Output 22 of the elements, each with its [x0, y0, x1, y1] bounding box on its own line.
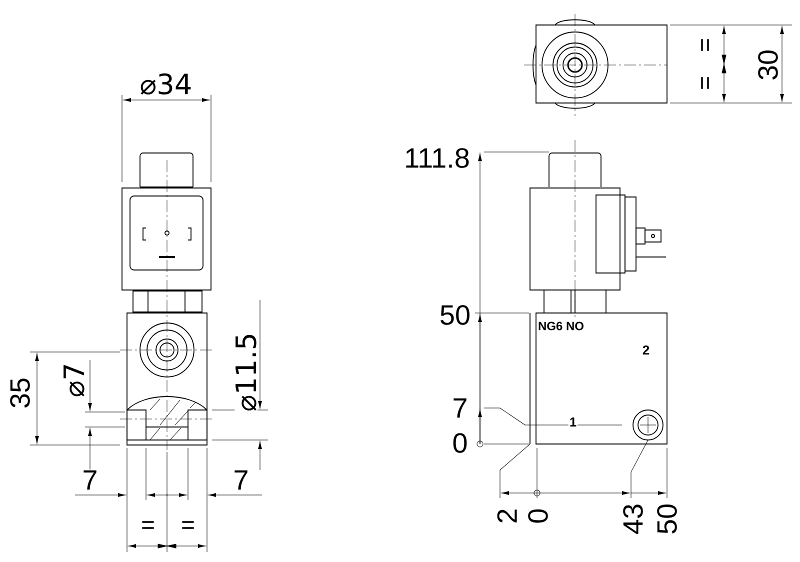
dimension-label: 7: [81, 469, 99, 491]
dimension-label: =: [140, 520, 156, 534]
dimension-label: 50: [656, 502, 678, 536]
dimension-label: 30: [757, 48, 779, 82]
part-label: 2: [641, 344, 651, 356]
dimension-label: 2: [496, 507, 518, 525]
part-label: 1: [568, 416, 578, 428]
dimension-label: 0: [527, 507, 549, 525]
dimension-label: =: [700, 37, 714, 53]
dimension-label: =: [700, 75, 714, 91]
dimension-label: 7: [232, 469, 250, 491]
dimension-label: 50: [438, 304, 472, 326]
dimension-label: 43: [622, 502, 644, 536]
dimension-label: 35: [9, 376, 31, 410]
dimension-label: ⌀11.5: [234, 331, 258, 413]
dimension-label: 111.8: [403, 147, 471, 169]
dimension-label: ⌀34: [138, 72, 194, 96]
dimension-label: ⌀7: [62, 362, 86, 398]
part-label: NG6 NO: [537, 320, 585, 332]
dimension-label: 7: [451, 397, 469, 419]
dimension-label: =: [180, 520, 196, 534]
dimension-label: 0: [451, 432, 469, 454]
